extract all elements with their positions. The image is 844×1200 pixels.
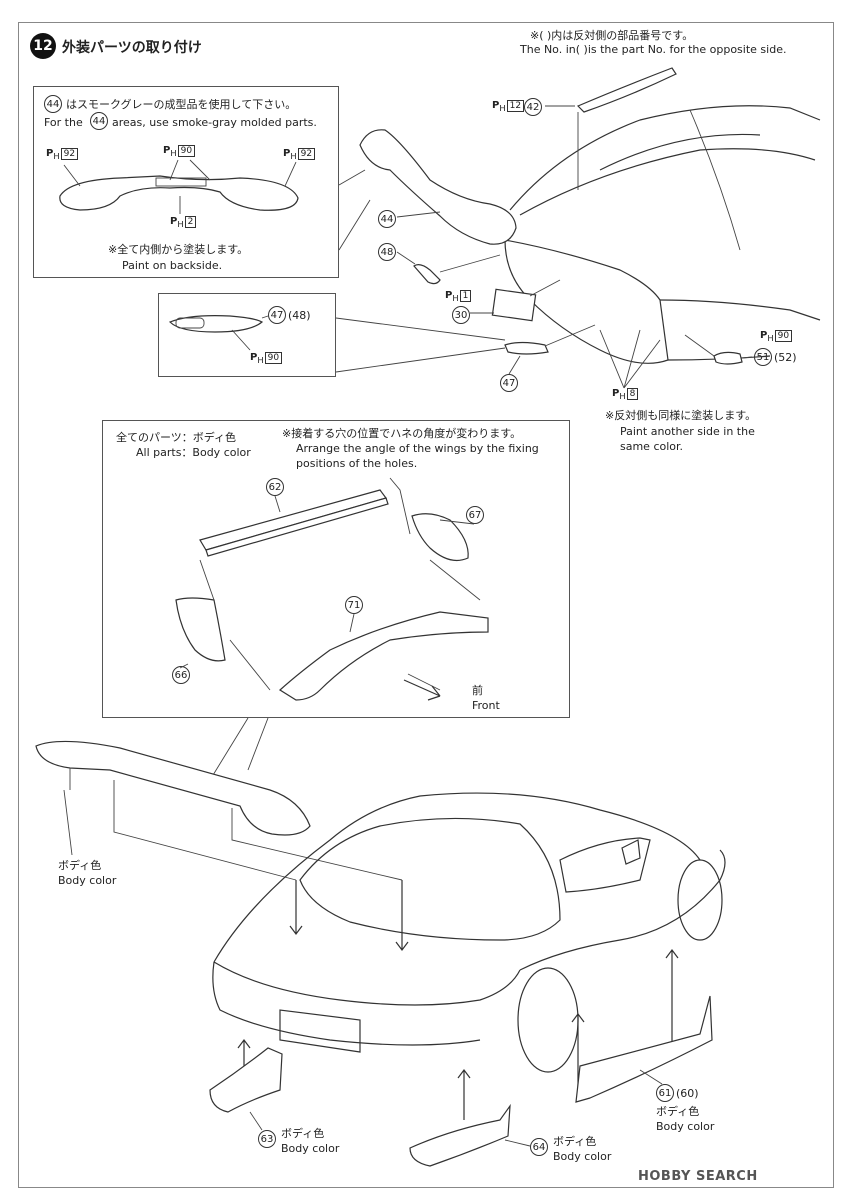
part-47-shape [504, 341, 549, 355]
part-48-leader [396, 251, 501, 273]
part-47-rear-callout: 47 [500, 374, 518, 392]
step-number-badge: 12 [30, 33, 56, 59]
smoke-gray-detail-box [33, 86, 339, 278]
part-64-leader [504, 1139, 531, 1147]
arrow-64 [457, 1069, 471, 1120]
zoom-pointer-wing [209, 717, 269, 781]
front-label-en: Front [472, 699, 500, 712]
front-label-jp: 前 [472, 684, 483, 697]
part-42-shape [576, 67, 677, 113]
part-30-plate [491, 288, 537, 322]
zoom-pointer-47 [335, 317, 506, 373]
part-63-callout: 63 [258, 1130, 276, 1148]
part-71-callout: 71 [345, 596, 363, 614]
part-64-body-en: Body color [553, 1150, 612, 1163]
other-side-note-en1: Paint another side in the [620, 425, 755, 438]
marker-lamp-drawing [168, 315, 269, 351]
part-51-leader [684, 334, 753, 359]
part-64-shape [409, 1103, 511, 1167]
opposite-note-jp: ※( )内は反対側の部品番号です。 [530, 29, 694, 42]
page-border [18, 22, 834, 1188]
other-side-note-jp: ※反対側も同様に塗装します。 [605, 409, 757, 422]
part-44-leader [396, 211, 441, 218]
part-66-callout: 66 [172, 666, 190, 684]
part-47-leader [508, 324, 596, 375]
part-48-callout: 48 [378, 243, 396, 261]
all-parts-en: All parts：Body color [136, 446, 251, 459]
step-title: 外装パーツの取り付け [62, 40, 202, 56]
smoke-gray-note-en-suffix: areas, use smoke-gray molded parts. [112, 116, 317, 129]
part-30-leader [470, 279, 561, 314]
part-60-alt-number: 60 [680, 1087, 695, 1100]
part-61-shape [575, 995, 713, 1103]
part-62-callout: 62 [266, 478, 284, 496]
smoke-gray-lens-drawing [59, 159, 299, 214]
part-63-body-jp: ボディ色 [281, 1127, 325, 1140]
arrow-61a [571, 1013, 585, 1090]
rear-car-drawing-top [504, 105, 821, 364]
marker-lamp-detail-box [158, 293, 336, 377]
part-61-callout: 61 [656, 1084, 674, 1102]
part-44-rear-callout: 44 [378, 210, 396, 228]
part-48-alt-number: 48 [292, 309, 307, 322]
part-8-leaders [599, 329, 661, 389]
part-52-alt-label: (52) [774, 351, 797, 364]
part-67-callout: 67 [466, 506, 484, 524]
part-60-alt-label: (60) [676, 1087, 699, 1100]
part-47-callout: 47 [268, 306, 286, 324]
wing-angle-note-en2: positions of the holes. [296, 457, 418, 470]
part-64-callout: 64 [530, 1138, 548, 1156]
wing-angle-note-jp: ※接着する穴の位置でハネの角度が変わります。 [282, 427, 522, 440]
wing-angle-note-en1: Arrange the angle of the wings by the fi… [296, 442, 539, 455]
part-30-callout: 30 [452, 306, 470, 324]
part-48-alt-label: (48) [288, 309, 311, 322]
backside-note-jp: ※全て内側から塗装します。 [108, 243, 249, 256]
part-48-shape [413, 264, 441, 285]
all-parts-jp: 全てのパーツ：ボディ色 [116, 431, 237, 444]
other-side-note-en2: same color. [620, 440, 684, 453]
part-61-leader [639, 1069, 663, 1085]
part-63-leader [249, 1111, 263, 1131]
part-51-shape [713, 351, 743, 365]
spoiler-body-color-en: Body color [58, 874, 117, 887]
spoiler-body-color-jp: ボディ色 [58, 859, 102, 872]
opposite-note-en: The No. in( )is the part No. for the opp… [520, 43, 787, 56]
smoke-gray-note-jp: はスモークグレーの成型品を使用して下さい。 [66, 98, 297, 111]
part-42-callout: 42 [524, 98, 542, 116]
part-52-alt-number: 52 [778, 351, 793, 364]
part-64-body-jp: ボディ色 [553, 1135, 597, 1148]
wing-mount-arrows [289, 880, 409, 951]
part-44-spoiler-shape [359, 129, 517, 245]
part-61-body-jp: ボディ色 [656, 1105, 700, 1118]
part-44-callout: 44 [44, 95, 62, 113]
part-63-shape [209, 1047, 283, 1113]
zoom-pointer-44 [338, 169, 371, 251]
smoke-gray-note-en-prefix: For the [44, 116, 83, 129]
part-44-callout-inline: 44 [90, 112, 108, 130]
part-42-leader [545, 105, 579, 190]
rear-wing-exploded-drawing [175, 477, 489, 701]
assembled-wing-leaders [63, 768, 403, 881]
backside-note-en: Paint on backside. [122, 259, 223, 272]
part-61-body-en: Body color [656, 1120, 715, 1133]
watermark: HOBBY SEARCH [638, 1169, 758, 1184]
assembled-wing-shape [35, 740, 311, 836]
part-63-body-en: Body color [281, 1142, 340, 1155]
rear-wing-detail-box [102, 420, 570, 718]
